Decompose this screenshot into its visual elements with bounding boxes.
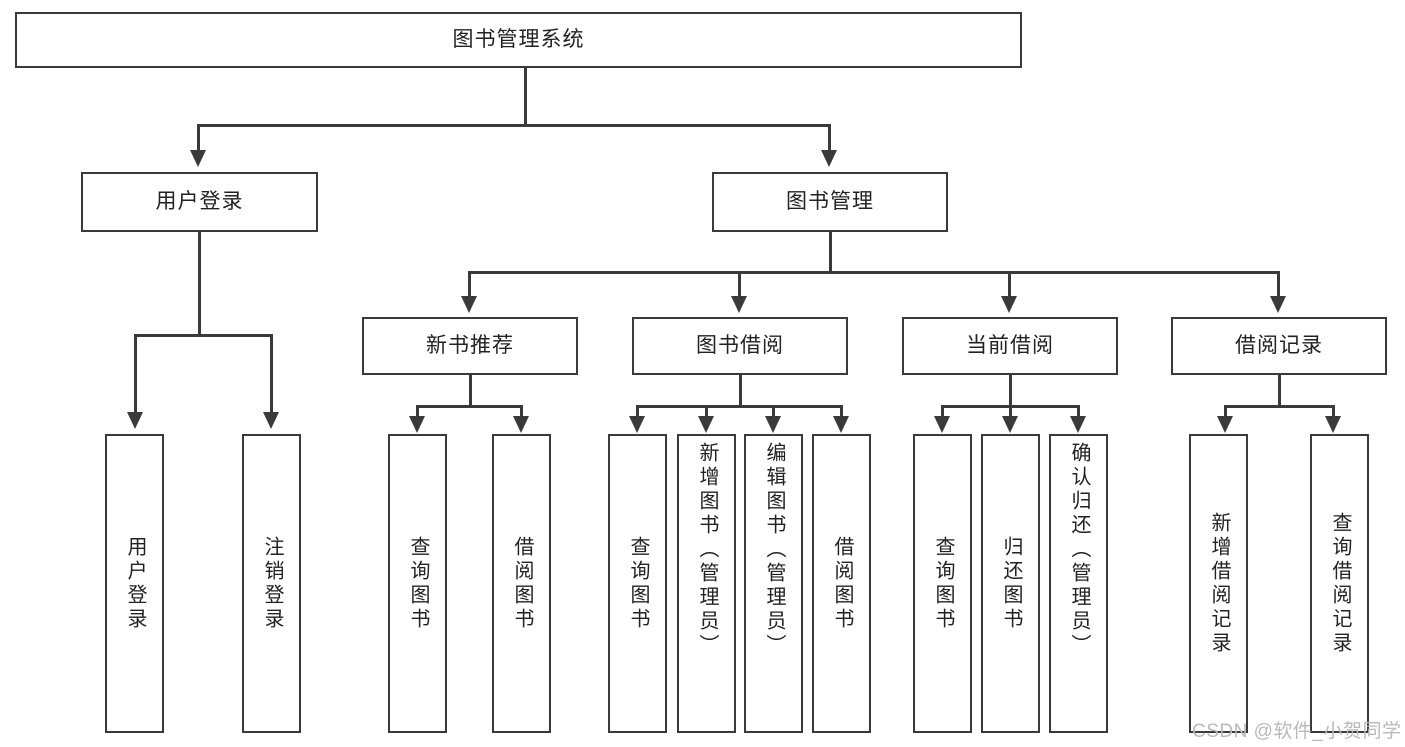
edge-cb-drop-2 — [1009, 405, 1012, 419]
csdn-watermark: CSDN @软件_小贺同学 — [1192, 721, 1402, 742]
arrow-to-new-book-rec — [461, 296, 477, 313]
edge-root-to-user-login — [197, 124, 200, 152]
node-leaf-borrow-book-2-label: 借阅图书 — [831, 535, 853, 632]
node-leaf-borrow-book-1-label: 借阅图书 — [511, 535, 533, 632]
arrow-to-leaf-query-book-1 — [409, 416, 425, 433]
edge-br-drop-1 — [1224, 405, 1227, 419]
edge-bm-drop-3 — [1008, 271, 1011, 299]
node-root-label: 图书管理系统 — [452, 28, 585, 52]
node-book-borrow[interactable]: 图书借阅 — [632, 317, 848, 375]
node-leaf-confirm-return[interactable]: 确认归还（管理员） — [1049, 434, 1108, 733]
node-borrow-record-label: 借阅记录 — [1235, 334, 1323, 358]
node-leaf-borrow-book-2[interactable]: 借阅图书 — [812, 434, 871, 733]
node-leaf-user-login[interactable]: 用户登录 — [105, 434, 164, 733]
edge-bb-drop-4 — [840, 405, 843, 419]
edge-user-login-stem — [198, 232, 201, 337]
node-leaf-user-login-label: 用户登录 — [124, 535, 146, 632]
node-leaf-logout-label: 注销登录 — [261, 535, 283, 632]
arrow-to-leaf-return-book — [1002, 416, 1018, 433]
arrow-to-leaf-borrow-book-2 — [833, 416, 849, 433]
node-leaf-return-book[interactable]: 归还图书 — [981, 434, 1040, 733]
node-leaf-query-book-3-label: 查询图书 — [932, 535, 954, 632]
node-current-borrow-label: 当前借阅 — [966, 334, 1054, 358]
arrow-to-leaf-edit-book — [765, 416, 781, 433]
node-book-manage-label: 图书管理 — [786, 190, 874, 214]
arrow-to-leaf-confirm-return — [1070, 416, 1086, 433]
edge-cb-stem — [1009, 375, 1012, 407]
edge-bb-drop-2 — [705, 405, 708, 419]
arrow-to-leaf-query-book-3 — [934, 416, 950, 433]
node-leaf-borrow-book-1[interactable]: 借阅图书 — [492, 434, 551, 733]
edge-br-bus — [1224, 405, 1335, 408]
node-leaf-edit-book-label: 编辑图书（管理员） — [763, 442, 785, 658]
edge-nbr-drop-1 — [416, 405, 419, 419]
node-root[interactable]: 图书管理系统 — [15, 12, 1022, 68]
arrow-to-book-manage — [821, 150, 837, 167]
edge-bb-stem — [739, 375, 742, 407]
node-leaf-query-book-2[interactable]: 查询图书 — [608, 434, 667, 733]
node-leaf-query-book-3[interactable]: 查询图书 — [913, 434, 972, 733]
node-leaf-add-book-label: 新增图书（管理员） — [696, 442, 718, 658]
node-user-login-label: 用户登录 — [155, 190, 244, 214]
arrow-to-borrow-record — [1270, 296, 1286, 313]
edge-user-login-bus — [134, 334, 272, 337]
arrow-to-leaf-add-record — [1217, 416, 1233, 433]
node-borrow-record[interactable]: 借阅记录 — [1171, 317, 1387, 375]
arrow-to-leaf-borrow-book-1 — [513, 416, 529, 433]
edge-user-login-drop-1 — [134, 334, 137, 414]
edge-user-login-drop-2 — [270, 334, 273, 414]
arrow-to-leaf-query-record — [1325, 416, 1341, 433]
arrow-to-leaf-query-book-2 — [629, 416, 645, 433]
node-leaf-add-record[interactable]: 新增借阅记录 — [1189, 434, 1248, 733]
node-user-login[interactable]: 用户登录 — [81, 172, 318, 232]
node-leaf-confirm-return-label: 确认归还（管理员） — [1068, 442, 1090, 658]
arrow-to-leaf-user-login — [127, 412, 143, 429]
node-leaf-edit-book[interactable]: 编辑图书（管理员） — [744, 434, 803, 733]
edge-root-stem — [524, 68, 527, 126]
node-book-manage[interactable]: 图书管理 — [712, 172, 948, 232]
edge-bb-drop-1 — [636, 405, 639, 419]
arrow-to-current-borrow — [1001, 296, 1017, 313]
edge-br-drop-2 — [1332, 405, 1335, 419]
edge-bb-drop-3 — [772, 405, 775, 419]
edge-br-stem — [1278, 375, 1281, 407]
arrow-to-leaf-logout — [263, 412, 279, 429]
node-new-book-rec[interactable]: 新书推荐 — [362, 317, 578, 375]
node-leaf-query-book-2-label: 查询图书 — [627, 535, 649, 632]
arrow-to-user-login — [190, 150, 206, 167]
edge-nbr-drop-2 — [520, 405, 523, 419]
node-leaf-query-record-label: 查询借阅记录 — [1329, 511, 1351, 656]
edge-bm-drop-1 — [468, 271, 471, 299]
edge-root-bus — [197, 124, 831, 127]
edge-root-to-book-manage — [828, 124, 831, 152]
node-leaf-query-book-1-label: 查询图书 — [407, 535, 429, 632]
node-leaf-add-book[interactable]: 新增图书（管理员） — [677, 434, 736, 733]
edge-book-manage-stem — [829, 232, 832, 274]
node-leaf-return-book-label: 归还图书 — [1000, 535, 1022, 632]
node-leaf-query-book-1[interactable]: 查询图书 — [388, 434, 447, 733]
node-new-book-rec-label: 新书推荐 — [426, 334, 514, 358]
node-current-borrow[interactable]: 当前借阅 — [902, 317, 1118, 375]
node-book-borrow-label: 图书借阅 — [696, 334, 784, 358]
edge-bm-drop-4 — [1277, 271, 1280, 299]
node-leaf-logout[interactable]: 注销登录 — [242, 434, 301, 733]
node-leaf-query-record[interactable]: 查询借阅记录 — [1310, 434, 1369, 733]
arrow-to-leaf-add-book — [698, 416, 714, 433]
edge-nbr-stem — [469, 375, 472, 407]
arrow-to-book-borrow — [731, 296, 747, 313]
node-leaf-add-record-label: 新增借阅记录 — [1208, 511, 1230, 656]
edge-cb-drop-1 — [941, 405, 944, 419]
edge-cb-drop-3 — [1077, 405, 1080, 419]
edge-book-manage-bus — [468, 271, 1280, 274]
edge-nbr-bus — [416, 405, 523, 408]
edge-bb-bus — [636, 405, 843, 408]
edge-bm-drop-2 — [738, 271, 741, 299]
